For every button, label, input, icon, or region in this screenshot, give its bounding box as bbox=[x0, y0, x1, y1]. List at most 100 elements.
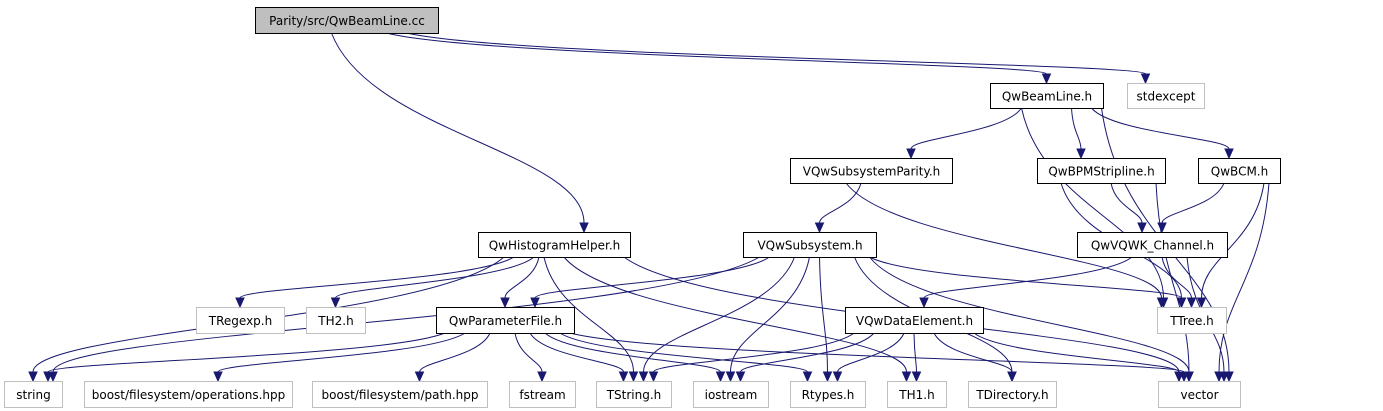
node-box bbox=[845, 307, 984, 334]
node-subsystem[interactable]: VQwSubsystem.h bbox=[743, 232, 877, 258]
node-box bbox=[1157, 307, 1227, 334]
node-box bbox=[790, 381, 866, 408]
node-root[interactable]: Parity/src/QwBeamLine.cc bbox=[255, 7, 439, 34]
node-box bbox=[1037, 158, 1166, 184]
node-th1: TH1.h bbox=[887, 381, 947, 408]
edge-line bbox=[923, 256, 1133, 299]
edge-dataelem-to-th1 bbox=[911, 332, 922, 383]
edge-line bbox=[534, 256, 770, 299]
edge-line bbox=[910, 107, 1022, 150]
arrowhead bbox=[500, 297, 510, 309]
edge-beamline-to-subsysparity bbox=[906, 107, 1022, 160]
edge-line bbox=[913, 332, 917, 373]
node-box bbox=[968, 381, 1057, 408]
node-subsysparity[interactable]: VQwSubsystemParity.h bbox=[790, 158, 953, 184]
edge-bcm-to-vector bbox=[1214, 182, 1270, 383]
arrowhead bbox=[814, 222, 825, 234]
node-label: TString.h bbox=[606, 388, 662, 402]
edge-subsystem-to-string bbox=[48, 256, 760, 383]
edge-line bbox=[730, 256, 810, 373]
node-dataelem[interactable]: VQwDataElement.h bbox=[845, 307, 984, 334]
node-label: TTree.h bbox=[1169, 314, 1214, 328]
edge-line bbox=[1201, 182, 1265, 299]
node-beamline[interactable]: QwBeamLine.h bbox=[990, 83, 1104, 109]
node-label: QwParameterFile.h bbox=[449, 314, 562, 328]
node-label: TH2.h bbox=[317, 314, 353, 328]
arrowhead bbox=[1174, 371, 1184, 383]
node-label: QwBPMStripline.h bbox=[1048, 165, 1154, 179]
edge-beamline-to-ttree bbox=[1021, 107, 1169, 309]
node-label: stdexcept bbox=[1137, 90, 1196, 104]
edge-vqwk-to-dataelem bbox=[919, 256, 1133, 309]
edge-subsystem-to-tstring bbox=[638, 256, 795, 383]
edge-line bbox=[543, 256, 634, 373]
node-box bbox=[990, 83, 1104, 109]
node-histhelper[interactable]: QwHistogramHelper.h bbox=[478, 232, 631, 258]
edge-paramfile-to-bfsops bbox=[213, 332, 466, 383]
edge-line bbox=[504, 256, 540, 299]
arrowhead bbox=[1196, 297, 1207, 309]
node-vqwk[interactable]: QwVQWK_Channel.h bbox=[1077, 232, 1228, 258]
edge-beamline-to-bpmstrip bbox=[1071, 107, 1086, 160]
node-box bbox=[436, 307, 575, 334]
node-box bbox=[478, 232, 631, 258]
edge-paramfile-to-iostream bbox=[544, 332, 726, 383]
node-label: string bbox=[16, 388, 50, 402]
arrowhead bbox=[28, 371, 38, 383]
edge-line bbox=[1110, 182, 1143, 224]
node-bpmstrip[interactable]: QwBPMStripline.h bbox=[1037, 158, 1166, 184]
node-box bbox=[4, 381, 63, 408]
arrowhead bbox=[213, 371, 223, 383]
edge-subsysparity-to-ttree bbox=[845, 182, 1167, 309]
arrowhead bbox=[43, 371, 53, 383]
arrowhead bbox=[537, 371, 547, 383]
arrowhead bbox=[1224, 148, 1234, 160]
arrowhead bbox=[579, 222, 589, 234]
node-label: vector bbox=[1180, 388, 1218, 402]
edge-bcm-to-ttree bbox=[1196, 182, 1265, 309]
arrowhead bbox=[1186, 297, 1197, 309]
edge-line bbox=[973, 332, 1180, 373]
node-tstring: TString.h bbox=[596, 381, 672, 408]
edge-line bbox=[217, 332, 466, 373]
arrowhead bbox=[725, 371, 736, 383]
node-box bbox=[306, 307, 366, 334]
node-label: QwBeamLine.h bbox=[1002, 90, 1092, 104]
arrowhead bbox=[802, 371, 813, 383]
arrowhead bbox=[1157, 222, 1167, 234]
edge-line bbox=[47, 332, 446, 373]
edge-line bbox=[529, 332, 624, 373]
node-paramfile[interactable]: QwParameterFile.h bbox=[436, 307, 575, 334]
edge-line bbox=[52, 256, 760, 373]
edge-paramfile-to-fstream bbox=[514, 332, 547, 383]
edge-subsysparity-to-subsystem bbox=[814, 182, 862, 234]
edge-paramfile-to-rtypes bbox=[559, 332, 813, 383]
arrowhead bbox=[735, 371, 746, 383]
node-bcm[interactable]: QwBCM.h bbox=[1198, 158, 1281, 184]
arrowhead bbox=[822, 371, 833, 383]
arrowhead bbox=[919, 297, 929, 309]
edge-line bbox=[1021, 107, 1164, 299]
edge-line bbox=[869, 256, 1182, 299]
edge-dataelem-to-rtypes bbox=[832, 332, 905, 383]
arrowhead bbox=[235, 297, 245, 309]
edge-histhelper-to-tregexp bbox=[235, 256, 515, 309]
edge-beamline-to-bcm bbox=[1091, 107, 1234, 160]
node-bfspath: boost/filesystem/path.hpp bbox=[312, 381, 488, 408]
node-string: string bbox=[4, 381, 63, 408]
edge-paramfile-to-bfspath bbox=[414, 332, 491, 383]
edge-histhelper-to-paramfile bbox=[500, 256, 540, 309]
edge-line bbox=[1218, 182, 1270, 373]
arrowhead bbox=[628, 371, 639, 383]
edge-root-to-beamline bbox=[386, 32, 1052, 85]
edge-bpmstrip-to-vqwk bbox=[1110, 182, 1147, 234]
edge-line bbox=[514, 332, 543, 373]
edge-histhelper-to-th2 bbox=[330, 256, 535, 309]
node-label: iostream bbox=[705, 388, 758, 402]
node-box bbox=[887, 381, 947, 408]
arrowhead bbox=[1041, 73, 1052, 85]
node-tregexp: TRegexp.h bbox=[196, 307, 285, 334]
arrowhead bbox=[1176, 297, 1187, 309]
node-box bbox=[743, 232, 877, 258]
